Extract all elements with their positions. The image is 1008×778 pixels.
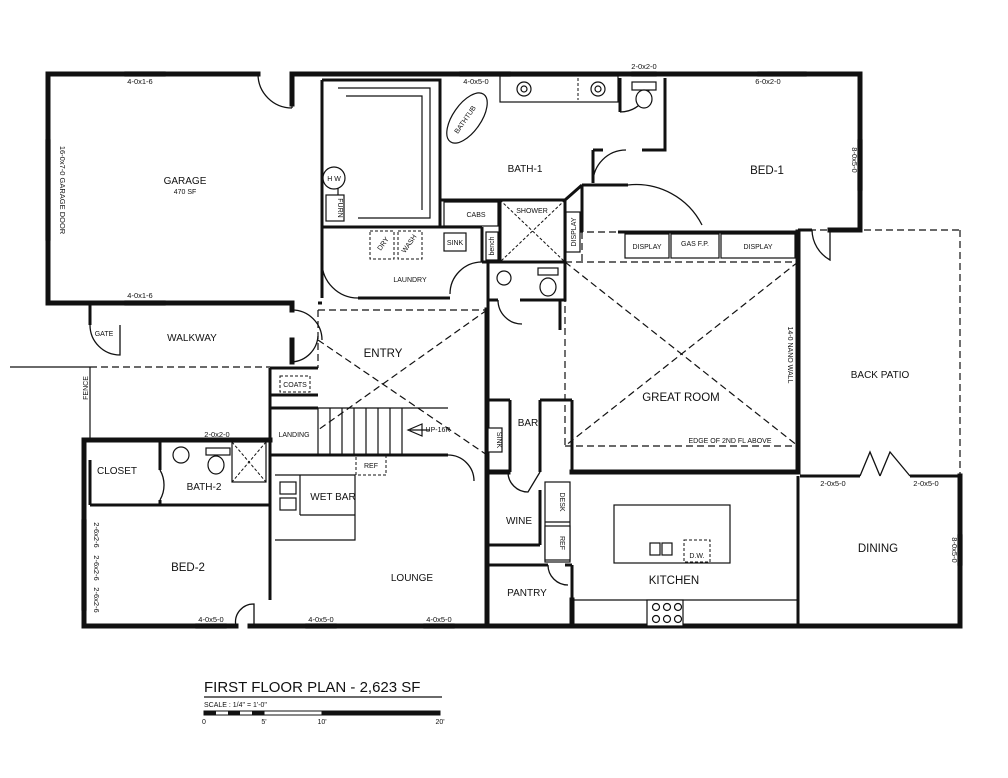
up-label: UP-16R	[426, 427, 451, 434]
dry-label: DRY	[377, 236, 391, 252]
gas-fp-label: GAS F.P.	[681, 241, 709, 248]
bench-label: bench	[489, 236, 496, 255]
scale-tick-0: 0	[202, 719, 206, 726]
furn-label: FURN	[336, 198, 343, 217]
dim-bed1-right: 8-0x5-0	[850, 147, 859, 172]
door-swings	[89, 73, 911, 627]
lounge-label: LOUNGE	[391, 573, 434, 584]
bath2-label: BATH-2	[187, 482, 222, 493]
dim-bath2-top: 2-0x2-0	[204, 430, 229, 439]
room-labels: GARAGE 470 SF BATH-1 BED-1 LAUNDRY ENTRY…	[97, 164, 909, 599]
scale-label: SCALE : 1/4" = 1'-0"	[204, 702, 267, 709]
stair-treads	[317, 407, 448, 455]
sink-bar-label: SINK	[495, 432, 502, 449]
display-2-label: DISPLAY	[743, 244, 772, 251]
shower-label: SHOWER	[516, 208, 548, 215]
scale-tick-10: 10'	[317, 719, 326, 726]
dim-bed2-left-3: 2-6x2-6	[92, 587, 101, 612]
display-v-label: DISPLAY	[571, 217, 578, 246]
dashed-lines	[10, 229, 961, 476]
dim-wc-top: 2-0x2-0	[631, 62, 656, 71]
fixtures	[172, 75, 796, 627]
scale-tick-5: 5'	[261, 719, 266, 726]
desk-label: DESK	[558, 492, 565, 511]
dim-bed2-bottom: 4-0x5-0	[198, 615, 223, 624]
dim-bed1-top: 6-0x2-0	[755, 77, 780, 86]
ref-wetbar-label: REF	[364, 463, 378, 470]
bar-label: BAR	[518, 418, 539, 429]
cabs-label: CABS	[466, 212, 485, 219]
dim-dining-right: 8-0x5-0	[950, 537, 959, 562]
dim-dining-top-2: 2-0x5-0	[913, 479, 938, 488]
wash-label: WASH	[401, 234, 419, 255]
display-1-label: DISPLAY	[632, 244, 661, 251]
landing-label: LANDING	[278, 432, 309, 439]
entry-label: ENTRY	[364, 348, 403, 360]
dim-bed2-left-2: 2-6x2-6	[92, 555, 101, 580]
edge-2nd-label: EDGE OF 2ND FL ABOVE	[689, 438, 772, 445]
nano-wall-label: 14-0 NANO WALL	[786, 327, 793, 384]
dim-garage-bottom: 4-0x1-6	[127, 291, 152, 300]
ref-kitchen-label: REF	[558, 536, 565, 550]
walkway-label: WALKWAY	[167, 333, 217, 344]
fence-label: FENCE	[83, 376, 90, 400]
laundry-label: LAUNDRY	[393, 277, 427, 284]
hw-label: H W	[327, 176, 341, 183]
dim-dining-top-1: 2-0x5-0	[820, 479, 845, 488]
back-patio-label: BACK PATIO	[851, 370, 910, 381]
dim-garage-top: 4-0x1-6	[127, 77, 152, 86]
bath1-label: BATH-1	[508, 164, 543, 175]
great-room-label: GREAT ROOM	[642, 392, 720, 404]
dim-bath1-top: 4-0x5-0	[463, 77, 488, 86]
bed2-label: BED-2	[171, 562, 205, 574]
pantry-label: PANTRY	[507, 588, 547, 599]
dim-lounge-bottom-1: 4-0x5-0	[308, 615, 333, 624]
garage-area: 470 SF	[174, 189, 197, 196]
dim-garage-door: 16-0x7-0 GARAGE DOOR	[58, 146, 67, 235]
wet-bar-label: WET BAR	[310, 492, 355, 503]
closet-label: CLOSET	[97, 466, 137, 477]
windows	[45, 71, 963, 629]
plan-title: FIRST FLOOR PLAN - 2,623 SF	[204, 679, 420, 696]
dimension-notes: 4-0x1-6 4-0x1-6 16-0x7-0 GARAGE DOOR 4-0…	[58, 62, 959, 624]
scale-bar	[203, 710, 441, 716]
scale-tick-20: 20'	[435, 719, 444, 726]
wine-label: WINE	[506, 516, 532, 527]
title-block: FIRST FLOOR PLAN - 2,623 SF SCALE : 1/4"…	[202, 679, 445, 726]
bed1-label: BED-1	[750, 165, 784, 177]
dim-bed2-left-1: 2-6x2-6	[92, 522, 101, 547]
garage-label: GARAGE	[164, 176, 207, 187]
sink-laundry-label: SINK	[447, 240, 464, 247]
dining-label: DINING	[858, 543, 898, 555]
kitchen-label: KITCHEN	[649, 575, 699, 587]
walls	[45, 71, 963, 629]
dim-lounge-bottom-2: 4-0x5-0	[426, 615, 451, 624]
coats-label: COATS	[283, 382, 307, 389]
dw-label: D.W.	[689, 553, 704, 560]
gate-label: GATE	[95, 331, 114, 338]
